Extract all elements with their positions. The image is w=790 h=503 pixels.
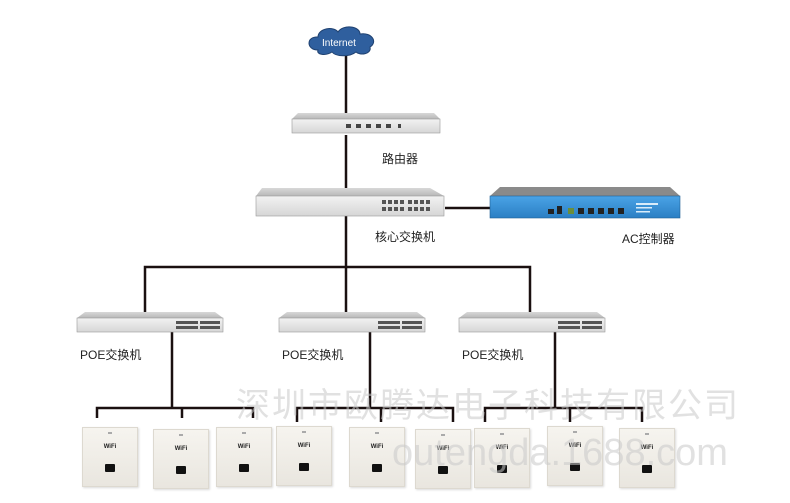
poe-switch-2-icon — [278, 312, 426, 333]
router-label: 路由器 — [382, 152, 419, 166]
ethernet-port-icon — [176, 466, 186, 474]
access-point-7: WiFi — [474, 428, 530, 488]
wifi-icon: WiFi — [174, 446, 188, 452]
poe-switch-3-icon — [458, 312, 606, 333]
ethernet-port-icon — [497, 465, 507, 473]
ac-controller-label: AC控制器 — [622, 232, 675, 246]
access-point-4: WiFi — [276, 426, 332, 486]
wifi-icon: WiFi — [436, 446, 450, 452]
internet-label: Internet — [322, 38, 356, 49]
edge-core-poe-bus — [143, 265, 532, 312]
wifi-icon: WiFi — [370, 444, 384, 450]
edge-poe3-ap-bus — [483, 406, 644, 422]
core-switch-label: 核心交换机 — [375, 230, 436, 244]
access-point-1: WiFi — [82, 427, 138, 487]
edge-poe1-ap-bus — [95, 406, 255, 418]
poe-switch-2-label: POE交换机 — [282, 348, 344, 362]
access-point-6: WiFi — [415, 429, 471, 489]
edge-poe2-ap-bus — [295, 406, 455, 422]
access-point-9: WiFi — [619, 428, 675, 488]
internet-cloud-icon — [308, 26, 375, 57]
ethernet-port-icon — [642, 465, 652, 473]
ethernet-port-icon — [105, 464, 115, 472]
wifi-icon: WiFi — [495, 445, 509, 451]
ethernet-port-icon — [299, 463, 309, 471]
poe-switch-1-label: POE交换机 — [80, 348, 142, 362]
access-point-5: WiFi — [349, 427, 405, 487]
wifi-icon: WiFi — [237, 444, 251, 450]
ethernet-port-icon — [438, 466, 448, 474]
ethernet-port-icon — [372, 464, 382, 472]
wifi-icon: WiFi — [568, 443, 582, 449]
wifi-icon: WiFi — [297, 443, 311, 449]
connections — [95, 55, 644, 422]
access-point-8: WiFi — [547, 426, 603, 486]
access-point-3: WiFi — [216, 427, 272, 487]
access-point-2: WiFi — [153, 429, 209, 489]
ethernet-port-icon — [570, 463, 580, 471]
ethernet-port-icon — [239, 464, 249, 472]
poe-switch-3-label: POE交换机 — [462, 348, 524, 362]
poe-switch-1-icon — [76, 312, 224, 333]
ac-controller-icon — [489, 187, 681, 219]
wifi-icon: WiFi — [103, 444, 117, 450]
router-icon — [291, 113, 441, 134]
core-switch-icon — [255, 188, 445, 217]
wifi-icon: WiFi — [640, 445, 654, 451]
